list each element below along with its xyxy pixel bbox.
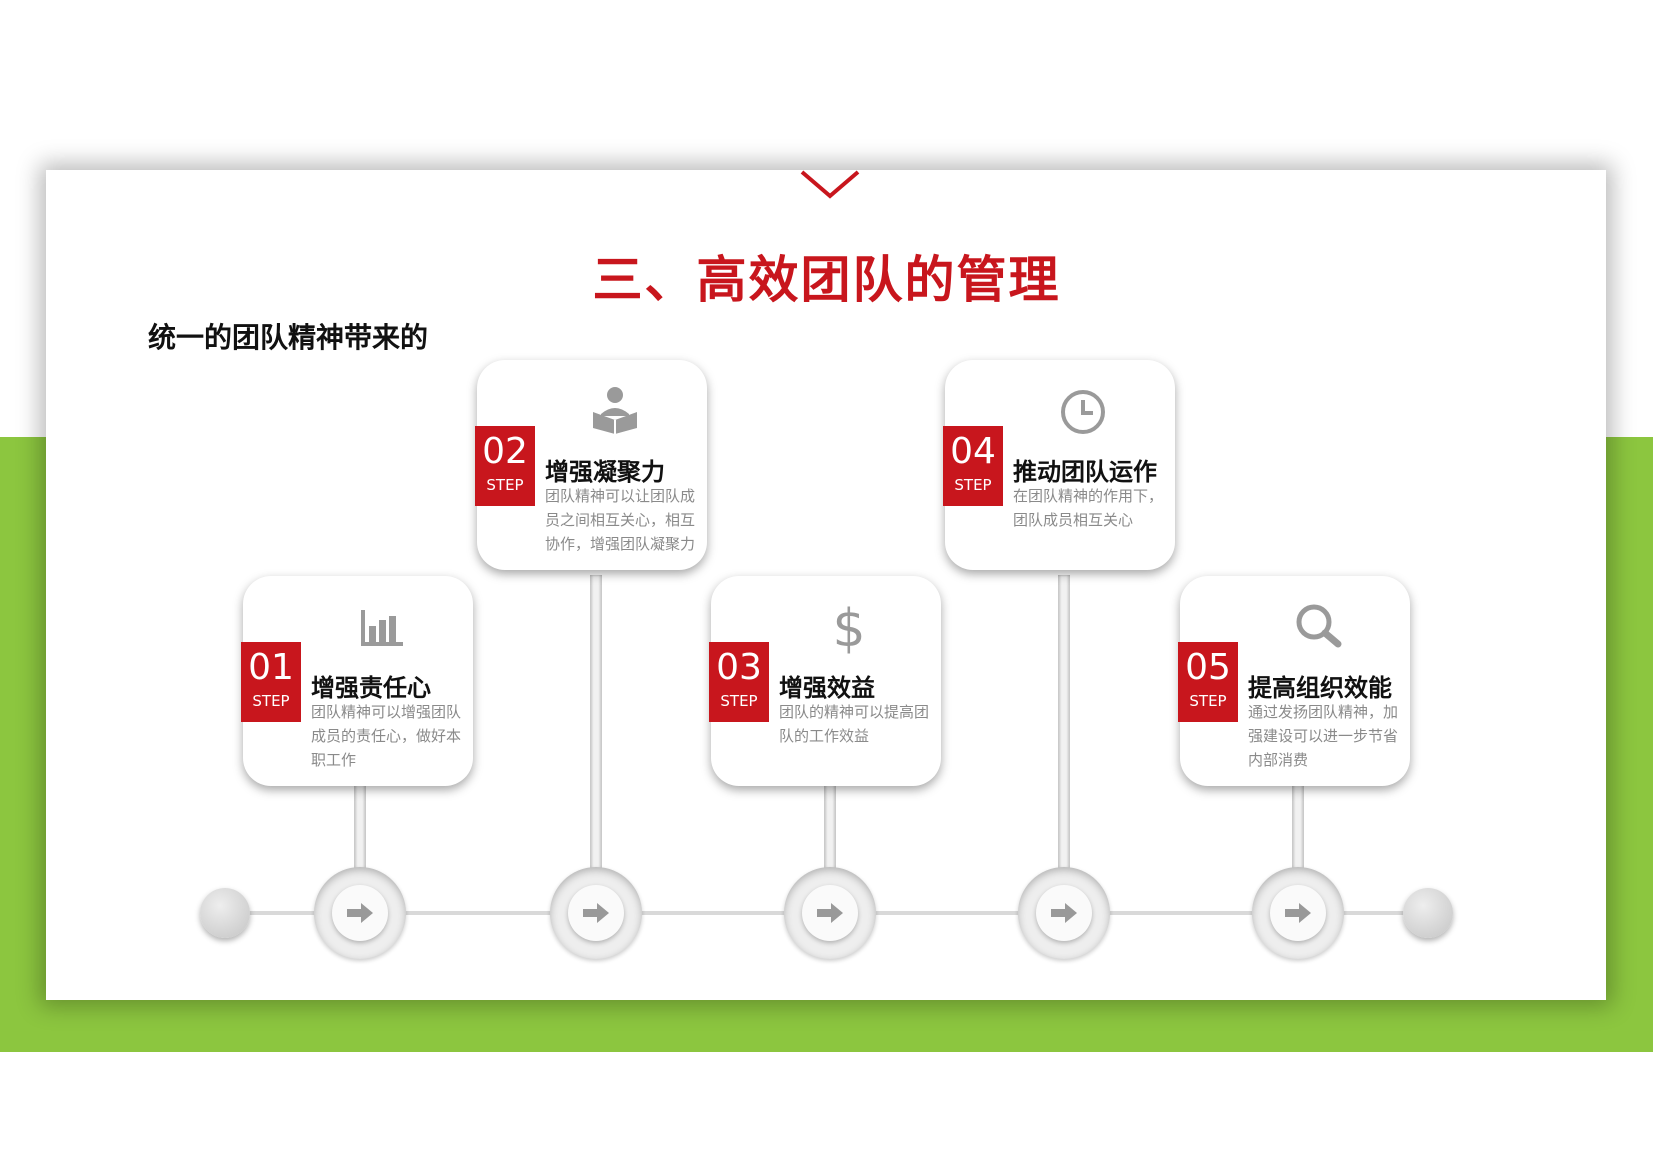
step-card-05: 05 STEP 提高组织效能 通过发扬团队精神，加强建设可以进一步节省内部消费 <box>1178 576 1410 786</box>
step-number: 02 <box>482 431 528 472</box>
step-card-03: $ 03 STEP 增强效益 团队的精神可以提高团队的工作效益 <box>709 576 941 786</box>
clock-icon <box>1061 390 1105 434</box>
step-badge: 01 STEP <box>241 642 301 722</box>
step-label: STEP <box>720 692 758 710</box>
step-badge: 05 STEP <box>1178 642 1238 722</box>
step-badge: 03 STEP <box>709 642 769 722</box>
arrow-right-icon <box>817 903 843 923</box>
step-description: 团队精神可以让团队成员之间相互关心，相互协作，增强团队凝聚力 <box>545 487 696 553</box>
step-card-02: 02 STEP 增强凝聚力 团队精神可以让团队成员之间相互关心，相互协作，增强团… <box>475 360 707 570</box>
step-label: STEP <box>954 476 992 494</box>
step-number: 01 <box>248 647 294 688</box>
connector-stem <box>590 575 602 872</box>
connector-stem <box>354 782 366 872</box>
timeline-start-dot <box>200 888 250 938</box>
step-number: 03 <box>716 647 762 688</box>
reader-icon <box>593 387 637 434</box>
arrow-right-icon <box>583 903 609 923</box>
timeline-node <box>1252 867 1344 959</box>
dollar-icon: $ <box>832 599 865 654</box>
bar-chart-icon <box>361 610 403 646</box>
step-badge: 04 STEP <box>943 426 1003 506</box>
step-description: 团队的精神可以提高团队的工作效益 <box>779 703 930 745</box>
step-title: 增强责任心 <box>311 674 431 702</box>
step-title: 提高组织效能 <box>1248 674 1392 702</box>
connector-stem <box>1292 782 1304 872</box>
step-title: 推动团队运作 <box>1013 458 1157 486</box>
arrow-right-icon <box>347 903 373 923</box>
section-subtitle: 统一的团队精神带来的 <box>148 321 429 354</box>
step-description: 团队精神可以增强团队成员的责任心，做好本职工作 <box>311 703 462 769</box>
timeline-node <box>550 867 642 959</box>
timeline-node <box>1018 867 1110 959</box>
step-number: 04 <box>950 431 996 472</box>
step-title: 增强效益 <box>779 674 875 702</box>
step-label: STEP <box>1189 692 1227 710</box>
step-badge: 02 STEP <box>475 426 535 506</box>
step-card-01: 01 STEP 增强责任心 团队精神可以增强团队成员的责任心，做好本职工作 <box>241 576 473 786</box>
arrow-right-icon <box>1285 903 1311 923</box>
step-card-04: 04 STEP 推动团队运作 在团队精神的作用下，团队成员相互关心 <box>943 360 1175 570</box>
timeline-node <box>784 867 876 959</box>
connector-stem <box>1058 575 1070 872</box>
chevron-down-icon <box>800 170 860 199</box>
timeline-end-dot <box>1403 888 1453 938</box>
arrow-right-icon <box>1051 903 1077 923</box>
step-title: 增强凝聚力 <box>545 458 665 486</box>
step-label: STEP <box>486 476 524 494</box>
step-number: 05 <box>1185 647 1231 688</box>
search-icon <box>1296 604 1342 648</box>
step-description: 在团队精神的作用下，团队成员相互关心 <box>1013 487 1164 529</box>
svg-text:$: $ <box>832 599 865 654</box>
step-description: 通过发扬团队精神，加强建设可以进一步节省内部消费 <box>1248 703 1399 769</box>
timeline-node <box>314 867 406 959</box>
page-title: 三、高效团队的管理 <box>592 251 1061 309</box>
step-label: STEP <box>252 692 290 710</box>
connector-stem <box>824 782 836 872</box>
